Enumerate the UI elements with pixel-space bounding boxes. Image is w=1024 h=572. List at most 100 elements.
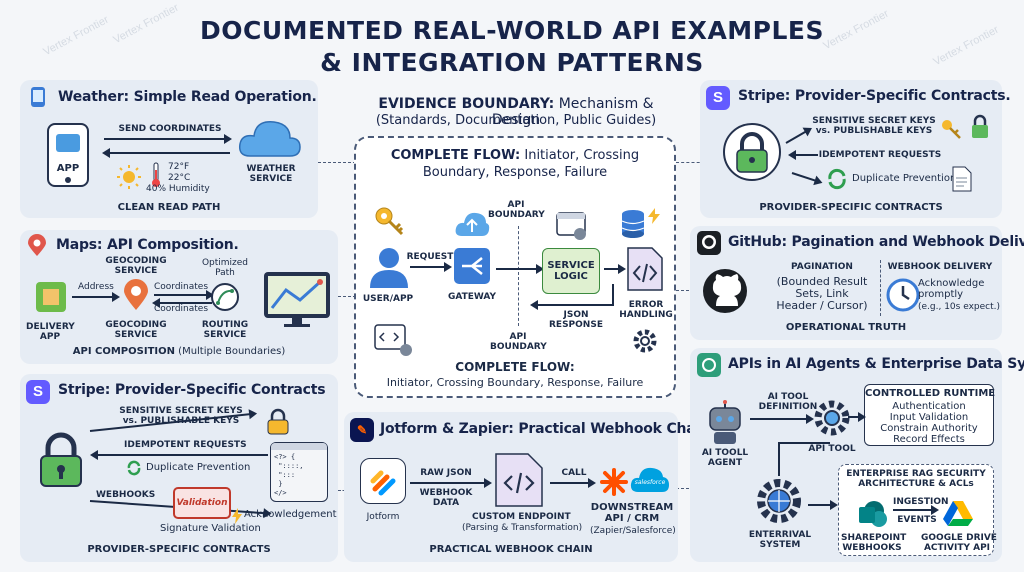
stripe-right-dup-arrow xyxy=(791,172,821,184)
api-tool-gear-icon xyxy=(814,400,850,436)
ai-tool-def-label: AI TOOL DEFINITION xyxy=(758,392,818,412)
custom-endpoint-label: CUSTOM ENDPOINT xyxy=(472,512,571,522)
maps-caption-rest: (Multiple Boundaries) xyxy=(174,346,286,357)
raw-json-label: RAW JSON xyxy=(420,468,472,478)
runtime-item: Authentication xyxy=(892,401,966,412)
server-window-icon xyxy=(556,212,586,240)
alert-lightning-icon xyxy=(648,208,660,224)
gear-icon xyxy=(633,329,657,353)
evidence-heading: EVIDENCE BOUNDARY: Mechanism & Design xyxy=(356,96,676,128)
jotform-logo-icon xyxy=(370,470,396,496)
pagination-detail: (Bounded Result Sets, Link Header / Curs… xyxy=(776,275,868,312)
stripe-right-idem-arrow xyxy=(788,150,818,160)
stripe-left-caption: PROVIDER-SPECIFIC CONTRACTS xyxy=(87,544,271,555)
stripe-left-idem: IDEMPOTENT REQUESTS xyxy=(124,440,247,450)
stripe-left-heading: Stripe: Provider-Specific Contracts xyxy=(58,382,326,398)
api-boundary-bottom: API BOUNDARY xyxy=(490,332,547,352)
padlock-circle-icon xyxy=(723,123,781,181)
events-label: EVENTS xyxy=(897,515,937,525)
maps-heading: Maps: API Composition. xyxy=(56,237,239,253)
github-caption: OPERATIONAL TRUTH xyxy=(785,322,907,333)
cloud-gateway-icon xyxy=(455,212,490,236)
flow-rest: Initiator, Crossing xyxy=(520,148,640,163)
clock-icon xyxy=(886,278,920,312)
key-small-icon xyxy=(942,120,961,139)
signature-validation-label: Signature Validation xyxy=(160,523,261,534)
geocoding-top-label: GEOCODING SERVICE xyxy=(105,256,167,276)
validation-stamp-text: Validation xyxy=(176,498,228,508)
enterprise-globe-gear-icon xyxy=(757,479,801,523)
rag-box: ENTERPRISE RAG SECURITY ARCHITECTURE & A… xyxy=(838,464,997,556)
routing-icon xyxy=(211,283,239,311)
page-subtitle: & INTEGRATION PATTERNS xyxy=(320,48,704,77)
small-lock-icon xyxy=(267,408,289,435)
maps-caption-bold: API COMPOSITION xyxy=(72,346,175,357)
code-file-icon xyxy=(627,247,663,291)
weather-panel: Weather: Simple Read Operation. APP SEND… xyxy=(20,80,318,218)
connector xyxy=(338,296,356,297)
sharepoint-label: SHAREPOINT WEBHOOKS xyxy=(841,533,907,553)
ingestion-label: INGESTION xyxy=(893,497,949,507)
service-error-arrow xyxy=(604,264,626,274)
stripe-right-panel: S Stripe: Provider-Specific Contracts. S… xyxy=(700,80,1011,218)
api-tool-label: API TOOL xyxy=(808,444,856,454)
evidence-subheading: (Standards, Documentation, Public Guides… xyxy=(375,113,657,128)
ai-chip-icon xyxy=(697,353,721,377)
jotform-app-box xyxy=(360,458,406,504)
acknowledgement-label: Acknowledgement xyxy=(244,509,337,520)
jotform-badge-icon: ✎ xyxy=(350,418,374,442)
ingestion-arrow xyxy=(893,505,939,515)
address-label: Address xyxy=(78,282,114,292)
downstream-label: DOWNSTREAM API / CRM xyxy=(590,502,674,524)
send-coordinates-label: SEND COORDINATES xyxy=(118,124,222,134)
salesforce-label: salesforce xyxy=(634,479,666,486)
call-arrow xyxy=(550,478,596,488)
rag-title: ENTERPRISE RAG SECURITY ARCHITECTURE & A… xyxy=(846,469,986,489)
phone-app-icon xyxy=(31,87,45,107)
ai-horizontal-connector xyxy=(778,442,830,444)
stripe-badge: S xyxy=(26,380,50,404)
runtime-item: Input Validation xyxy=(889,412,969,423)
address-arrow xyxy=(72,292,120,302)
ai-vertical-connector xyxy=(778,442,780,476)
stripe-right-keys: SENSITIVE SECRET KEYS vs. PUBLISHABLE KE… xyxy=(812,116,936,136)
coordinates-arrow xyxy=(154,290,214,300)
database-icon xyxy=(621,210,645,238)
page-title: DOCUMENTED REAL-WORLD API EXAMPLES xyxy=(199,16,825,45)
send-arrow xyxy=(104,134,232,144)
zapier-icon xyxy=(600,468,628,496)
json-response-arrow xyxy=(530,300,614,310)
connector xyxy=(676,162,710,163)
jotform-heading: Jotform & Zapier: Practical Webhook Chai… xyxy=(380,421,710,437)
phone-icon xyxy=(47,123,89,187)
validation-stamp-icon xyxy=(173,487,231,519)
flow2-rest: Initiator, Crossing Boundary, Response, … xyxy=(386,376,644,389)
jotform-caption: PRACTICAL WEBHOOK CHAIN xyxy=(429,544,593,555)
sharepoint-icon xyxy=(859,501,887,527)
webhook-data-label: WEBHOOK DATA xyxy=(419,488,473,508)
stripe-left-dup: Duplicate Prevention xyxy=(146,462,251,473)
connector xyxy=(318,162,356,163)
key-icon xyxy=(375,207,404,236)
connector xyxy=(676,488,694,489)
jotform-label: Jotform xyxy=(366,512,400,522)
json-response-label: JSON RESPONSE xyxy=(549,310,603,330)
lightning-icon xyxy=(232,508,242,524)
enterprise-system-label: ENTERRIVAL SYSTEM xyxy=(748,530,812,550)
weather-heading: Weather: Simple Read Operation. xyxy=(58,89,317,105)
connector xyxy=(676,290,694,291)
github-divider xyxy=(880,260,881,316)
thermometer-icon xyxy=(152,162,160,187)
stripe-right-badge: S xyxy=(706,86,730,110)
runtime-title: CONTROLLED RUNTIME xyxy=(865,388,996,399)
coordinates-label-2: Coordinates xyxy=(154,304,209,314)
temp-c: 22°C xyxy=(168,173,191,183)
acknowledge-example: (e.g., 10s expect.) xyxy=(918,302,1001,312)
lock-small-icon xyxy=(972,114,988,138)
gdrive-label: GOOGLE DRIVE ACTIVITY API xyxy=(921,533,997,553)
robot-icon xyxy=(709,400,741,444)
api-boundary-top: API BOUNDARY xyxy=(488,200,545,220)
geocoding-pin-icon xyxy=(124,279,148,310)
user-app-label: USER/APP xyxy=(362,294,414,304)
acknowledge-label: Acknowledge promptly xyxy=(918,278,985,300)
